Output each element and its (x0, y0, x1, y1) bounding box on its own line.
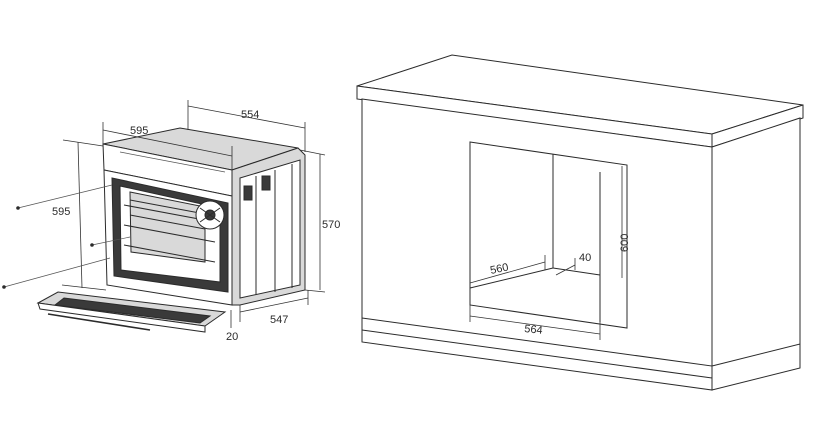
oven-dimension-lines (2, 100, 326, 328)
label-niche-depth: 560 (489, 261, 509, 277)
label-door-offset: 20 (226, 331, 238, 343)
oven-drawing (36, 127, 306, 333)
label-niche-height: 600 (619, 234, 631, 252)
label-niche-gap: 40 (579, 252, 591, 264)
cabinet-side (711, 117, 801, 381)
label-oven-depth: 554 (241, 109, 259, 121)
label-oven-front-height: 595 (52, 206, 70, 218)
oven-niche (469, 141, 628, 329)
label-oven-body-depth: 547 (270, 314, 288, 326)
label-niche-width: 564 (524, 323, 544, 337)
label-oven-front-width: 595 (130, 125, 148, 137)
label-oven-body-height: 570 (322, 219, 340, 231)
niche-dimension-lines (469, 166, 623, 340)
cabinet-drawing (356, 54, 804, 391)
